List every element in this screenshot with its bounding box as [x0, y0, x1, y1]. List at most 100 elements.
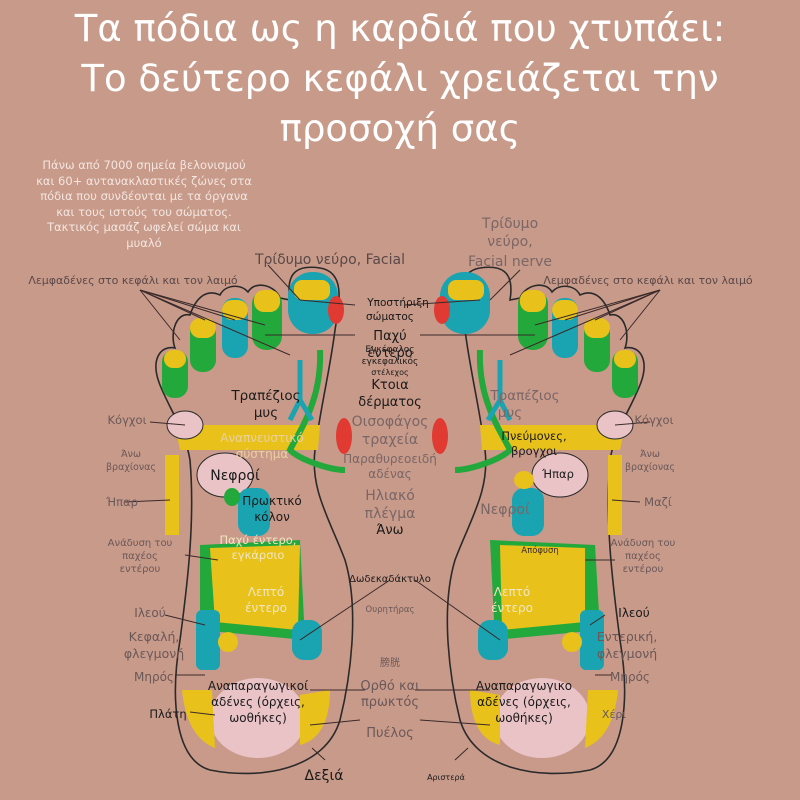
leader-line — [299, 299, 356, 306]
right-intestine-yellow — [210, 545, 300, 630]
label-trapezius-right-2: μυς — [498, 405, 522, 421]
leader-line — [564, 289, 661, 321]
left-big-toe-red — [434, 296, 450, 324]
label-upper-arm-right-2: βραχίονας — [625, 462, 675, 473]
right-liver-strip — [165, 455, 179, 535]
right-toe-2-top — [254, 290, 280, 312]
label-reproductive-right-3: ωοθήκες) — [495, 711, 553, 725]
leader-line — [419, 719, 491, 726]
page-title: Τα πόδια ως η καρδιά που χτυπάει: Το δεύ… — [0, 4, 800, 154]
label-spleen-right: Μαζί — [644, 495, 672, 509]
left-spleen-strip — [608, 455, 622, 535]
left-heel-yellow-2 — [470, 690, 500, 745]
label-transverse-2: εγκάρσιο — [232, 548, 285, 562]
right-heel-yellow — [182, 690, 215, 748]
label-parathyroid-1: Παραθυρεοειδή — [343, 452, 437, 466]
left-bladder-teal — [478, 620, 508, 660]
title-line-2: Το δεύτερο κεφάλι χρειάζεται την — [81, 57, 719, 100]
label-brain-2: εγκεφαλικός — [362, 356, 419, 367]
left-side-labels: Τρίδυμο νεύρο, Facial Λεμφαδένες στο κεφ… — [28, 252, 405, 784]
label-back-left: Πλάτη — [149, 707, 186, 721]
left-rectum-dot — [562, 632, 582, 652]
label-small-int-right-1: Λεπτό — [494, 585, 531, 599]
left-toe-5-top — [614, 350, 636, 368]
right-colon-teal — [238, 488, 270, 536]
label-rectum-1: Ορθό και — [360, 679, 419, 694]
label-enteric-1: Εντερική, — [597, 629, 658, 644]
label-kidneys-right: Νεφροί — [480, 502, 530, 518]
label-trapezius-left-1: Τραπέζιος — [230, 388, 300, 404]
right-spine-channel — [286, 349, 346, 473]
label-ascending-right-3: εντέρου — [623, 563, 664, 575]
label-head-left-2: φλεγμονή — [124, 646, 184, 661]
left-heel-yellow — [585, 690, 618, 748]
label-upper-arm-left-2: βραχίονας — [106, 462, 156, 473]
leader-line — [124, 499, 171, 503]
label-respiratory-1: Αναπνευστικό — [220, 431, 303, 445]
label-ascending-left-3: εντέρου — [120, 563, 161, 575]
label-right-foot-caption: Δεξιά — [305, 768, 344, 784]
right-big-toe-yellow — [294, 280, 330, 300]
left-toe-4-top — [584, 318, 610, 338]
leader-line — [139, 289, 291, 356]
label-enteric-2: φλεγμονή — [597, 646, 657, 661]
leader-line — [311, 747, 326, 761]
label-reproductive-left-1: Αναπαραγωγικοί — [208, 679, 308, 693]
leader-line — [299, 579, 391, 641]
label-reproductive-right-2: αδένες (όρχεις, — [477, 695, 571, 709]
label-reproductive-left-2: αδένες (όρχεις, — [211, 695, 305, 709]
label-ascending-right-1: Ανάδυση του — [611, 537, 676, 549]
left-toe-2-top — [520, 290, 546, 312]
right-foot — [155, 266, 354, 775]
left-trachea — [485, 360, 513, 422]
label-lymph-right: Λεμφαδένες στο κεφάλι και τον λαιμό — [543, 274, 753, 287]
right-heel-zone — [210, 678, 306, 758]
label-plexus-1: Ηλιακό — [365, 488, 415, 504]
leader-line — [404, 299, 481, 306]
label-liver-right: Ήπαρ — [541, 467, 574, 481]
label-ascending-left-2: παχέος — [122, 550, 158, 562]
intro-line-2: και 60+ αντανακλαστικές ζώνες στα — [36, 173, 252, 188]
right-heel-yellow-2 — [300, 690, 330, 745]
label-skin-2: δέρματος — [358, 395, 421, 410]
intro-line-3: πόδια που συνδέονται με τα όργανα — [40, 189, 248, 203]
label-reproductive-left-3: ωοθήκες) — [229, 711, 287, 725]
label-left-foot-caption: Αριστερά — [427, 773, 465, 782]
leader-line — [149, 421, 186, 426]
leader-line — [589, 614, 606, 626]
leader-line — [414, 579, 501, 641]
label-ascending-right-2: παχέος — [625, 550, 661, 562]
label-esophagus-1: Οισοφάγος — [352, 414, 429, 430]
label-trigeminal-right-3: Facial nerve — [468, 254, 552, 270]
right-bladder-teal — [292, 620, 322, 660]
label-colon-left-2: κόλον — [254, 510, 290, 524]
label-kidneys-left: Νεφροί — [210, 468, 260, 484]
left-ileum-teal — [580, 610, 604, 670]
label-thigh-right: Μηρός — [610, 670, 650, 684]
intro-line-5: Τακτικός μασάζ ωφελεί σώμα και — [47, 220, 241, 234]
leader-line — [184, 554, 219, 561]
leader-line — [509, 289, 661, 356]
label-upper: Άνω — [376, 523, 403, 538]
label-esophagus-2: τραχεία — [362, 432, 418, 448]
right-liver-dot — [224, 488, 240, 506]
label-thigh-left: Μηρός — [134, 670, 174, 684]
leader-line — [614, 421, 651, 426]
label-duodenum: Δωδεκαδάκτυλο — [349, 573, 431, 585]
label-brain-1: Εγκέφαλος — [365, 344, 414, 355]
title-line-1: Τα πόδια ως η καρδιά που χτυπάει: — [74, 7, 726, 50]
label-thick-2: έντερο — [367, 346, 412, 361]
label-plexus-2: πλέγμα — [365, 506, 416, 522]
label-shells-left: Κόγχοι — [108, 413, 147, 427]
label-brain-3: στέλεχος — [371, 367, 408, 377]
right-toe-5-top — [164, 350, 186, 368]
label-lungs-2: βρογχοι — [511, 444, 557, 458]
label-pelvis: Πυέλος — [366, 726, 414, 741]
intro-line-4: και τους ιστούς του σώματος. — [56, 204, 232, 219]
right-heart-red — [336, 418, 352, 454]
label-ascending-left-1: Ανάδυση του — [108, 537, 173, 549]
label-rectum-2: πρωκτός — [361, 695, 419, 710]
label-appendix: Απόφυση — [521, 545, 558, 556]
label-upper-arm-left-1: Άνω — [121, 449, 141, 460]
